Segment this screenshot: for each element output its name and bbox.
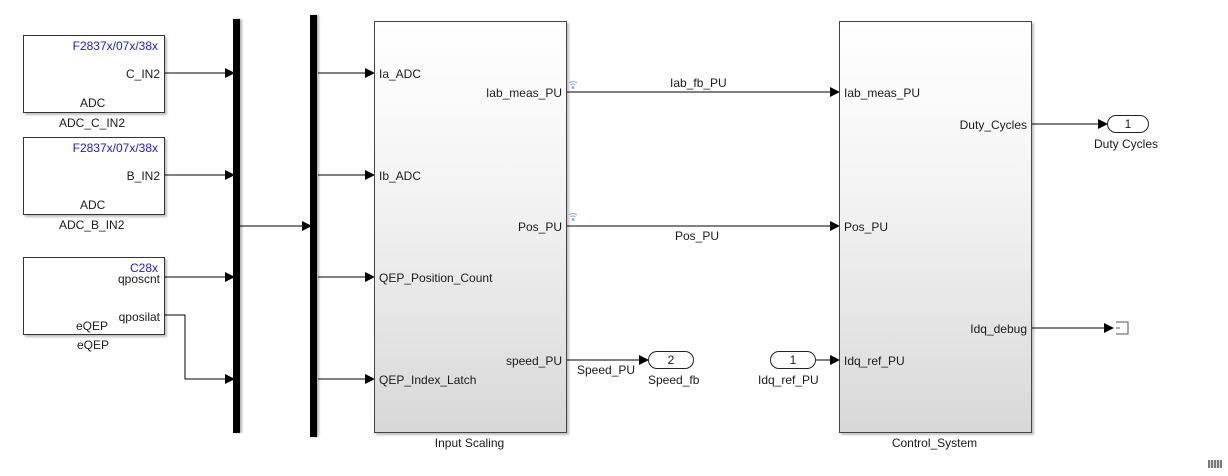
cs-input-pos-pu: Pos_PU: [844, 220, 889, 234]
signal-logging-icon[interactable]: [568, 81, 578, 89]
control-system-subsystem[interactable]: Iab_meas_PU Pos_PU Idq_ref_PU Duty_Cycle…: [839, 21, 1032, 433]
output-iab-meas-pu: Iab_meas_PU: [485, 86, 562, 100]
eqep-name: eQEP: [77, 338, 110, 352]
bus-selector[interactable]: [310, 15, 317, 437]
adc-b-block[interactable]: F2837x/07x/38x B_IN2 ADC: [23, 137, 165, 215]
input-ib-adc: Ib_ADC: [379, 169, 422, 183]
cs-input-iab-meas-pu: Iab_meas_PU: [844, 86, 921, 100]
input-scaling-name: Input Scaling: [434, 436, 505, 450]
cs-output-idq-debug: Idq_debug: [970, 322, 1027, 336]
eqep-target: C28x: [129, 261, 158, 275]
adc-c-target: F2837x/07x/38x: [72, 39, 158, 53]
adc-c-block[interactable]: F2837x/07x/38x C_IN2 ADC: [23, 35, 165, 113]
adc-c-port: C_IN2: [125, 67, 160, 81]
adc-b-name: ADC_B_IN2: [59, 218, 125, 232]
signal-label-speed[interactable]: Speed_PU: [577, 363, 636, 377]
outport-speed-fb-name: Speed_fb: [648, 373, 700, 387]
input-scaling-subsystem[interactable]: Ia_ADC Ib_ADC QEP_Position_Count QEP_Ind…: [374, 21, 567, 433]
eqep-type: eQEP: [76, 319, 109, 333]
outport-speed-fb[interactable]: 2: [648, 351, 694, 369]
cs-output-duty-cycles: Duty_Cycles: [959, 118, 1027, 132]
cs-input-idq-ref-pu: Idq_ref_PU: [844, 354, 905, 368]
signal-logging-icon[interactable]: [568, 213, 578, 221]
line-qposilat[interactable]: [164, 314, 235, 384]
signal-label-iab-fb[interactable]: Iab_fb_PU: [670, 76, 727, 90]
output-pos-pu: Pos_PU: [517, 220, 562, 234]
input-ia-adc: Ia_ADC: [379, 67, 422, 81]
adc-b-type: ADC: [80, 198, 106, 212]
bus-creator[interactable]: [233, 19, 240, 433]
terminator-icon[interactable]: [1116, 321, 1129, 335]
eqep-block[interactable]: C28x qposcnt qposilat eQEP: [23, 257, 165, 335]
status-bar-icon: [1208, 460, 1222, 468]
outport-duty-cycles-name: Duty Cycles: [1094, 137, 1159, 151]
control-system-name: Control_System: [891, 436, 978, 450]
input-qep-index-latch: QEP_Index_Latch: [379, 373, 477, 387]
signal-label-pos[interactable]: Pos_PU: [675, 229, 720, 243]
inport-idq-ref-pu-name: Idq_ref_PU: [758, 373, 819, 387]
adc-c-name: ADC_C_IN2: [59, 116, 126, 130]
eqep-port-qposcnt: qposcnt: [117, 272, 160, 286]
inport-idq-ref-pu[interactable]: 1: [770, 351, 816, 369]
input-qep-position-count: QEP_Position_Count: [379, 271, 493, 285]
outport-duty-cycles[interactable]: 1: [1107, 115, 1149, 133]
adc-b-port: B_IN2: [126, 169, 160, 183]
eqep-port-qposilat: qposilat: [118, 310, 160, 324]
adc-c-type: ADC: [80, 96, 106, 110]
adc-b-target: F2837x/07x/38x: [72, 141, 158, 155]
output-speed-pu: speed_PU: [505, 354, 562, 368]
